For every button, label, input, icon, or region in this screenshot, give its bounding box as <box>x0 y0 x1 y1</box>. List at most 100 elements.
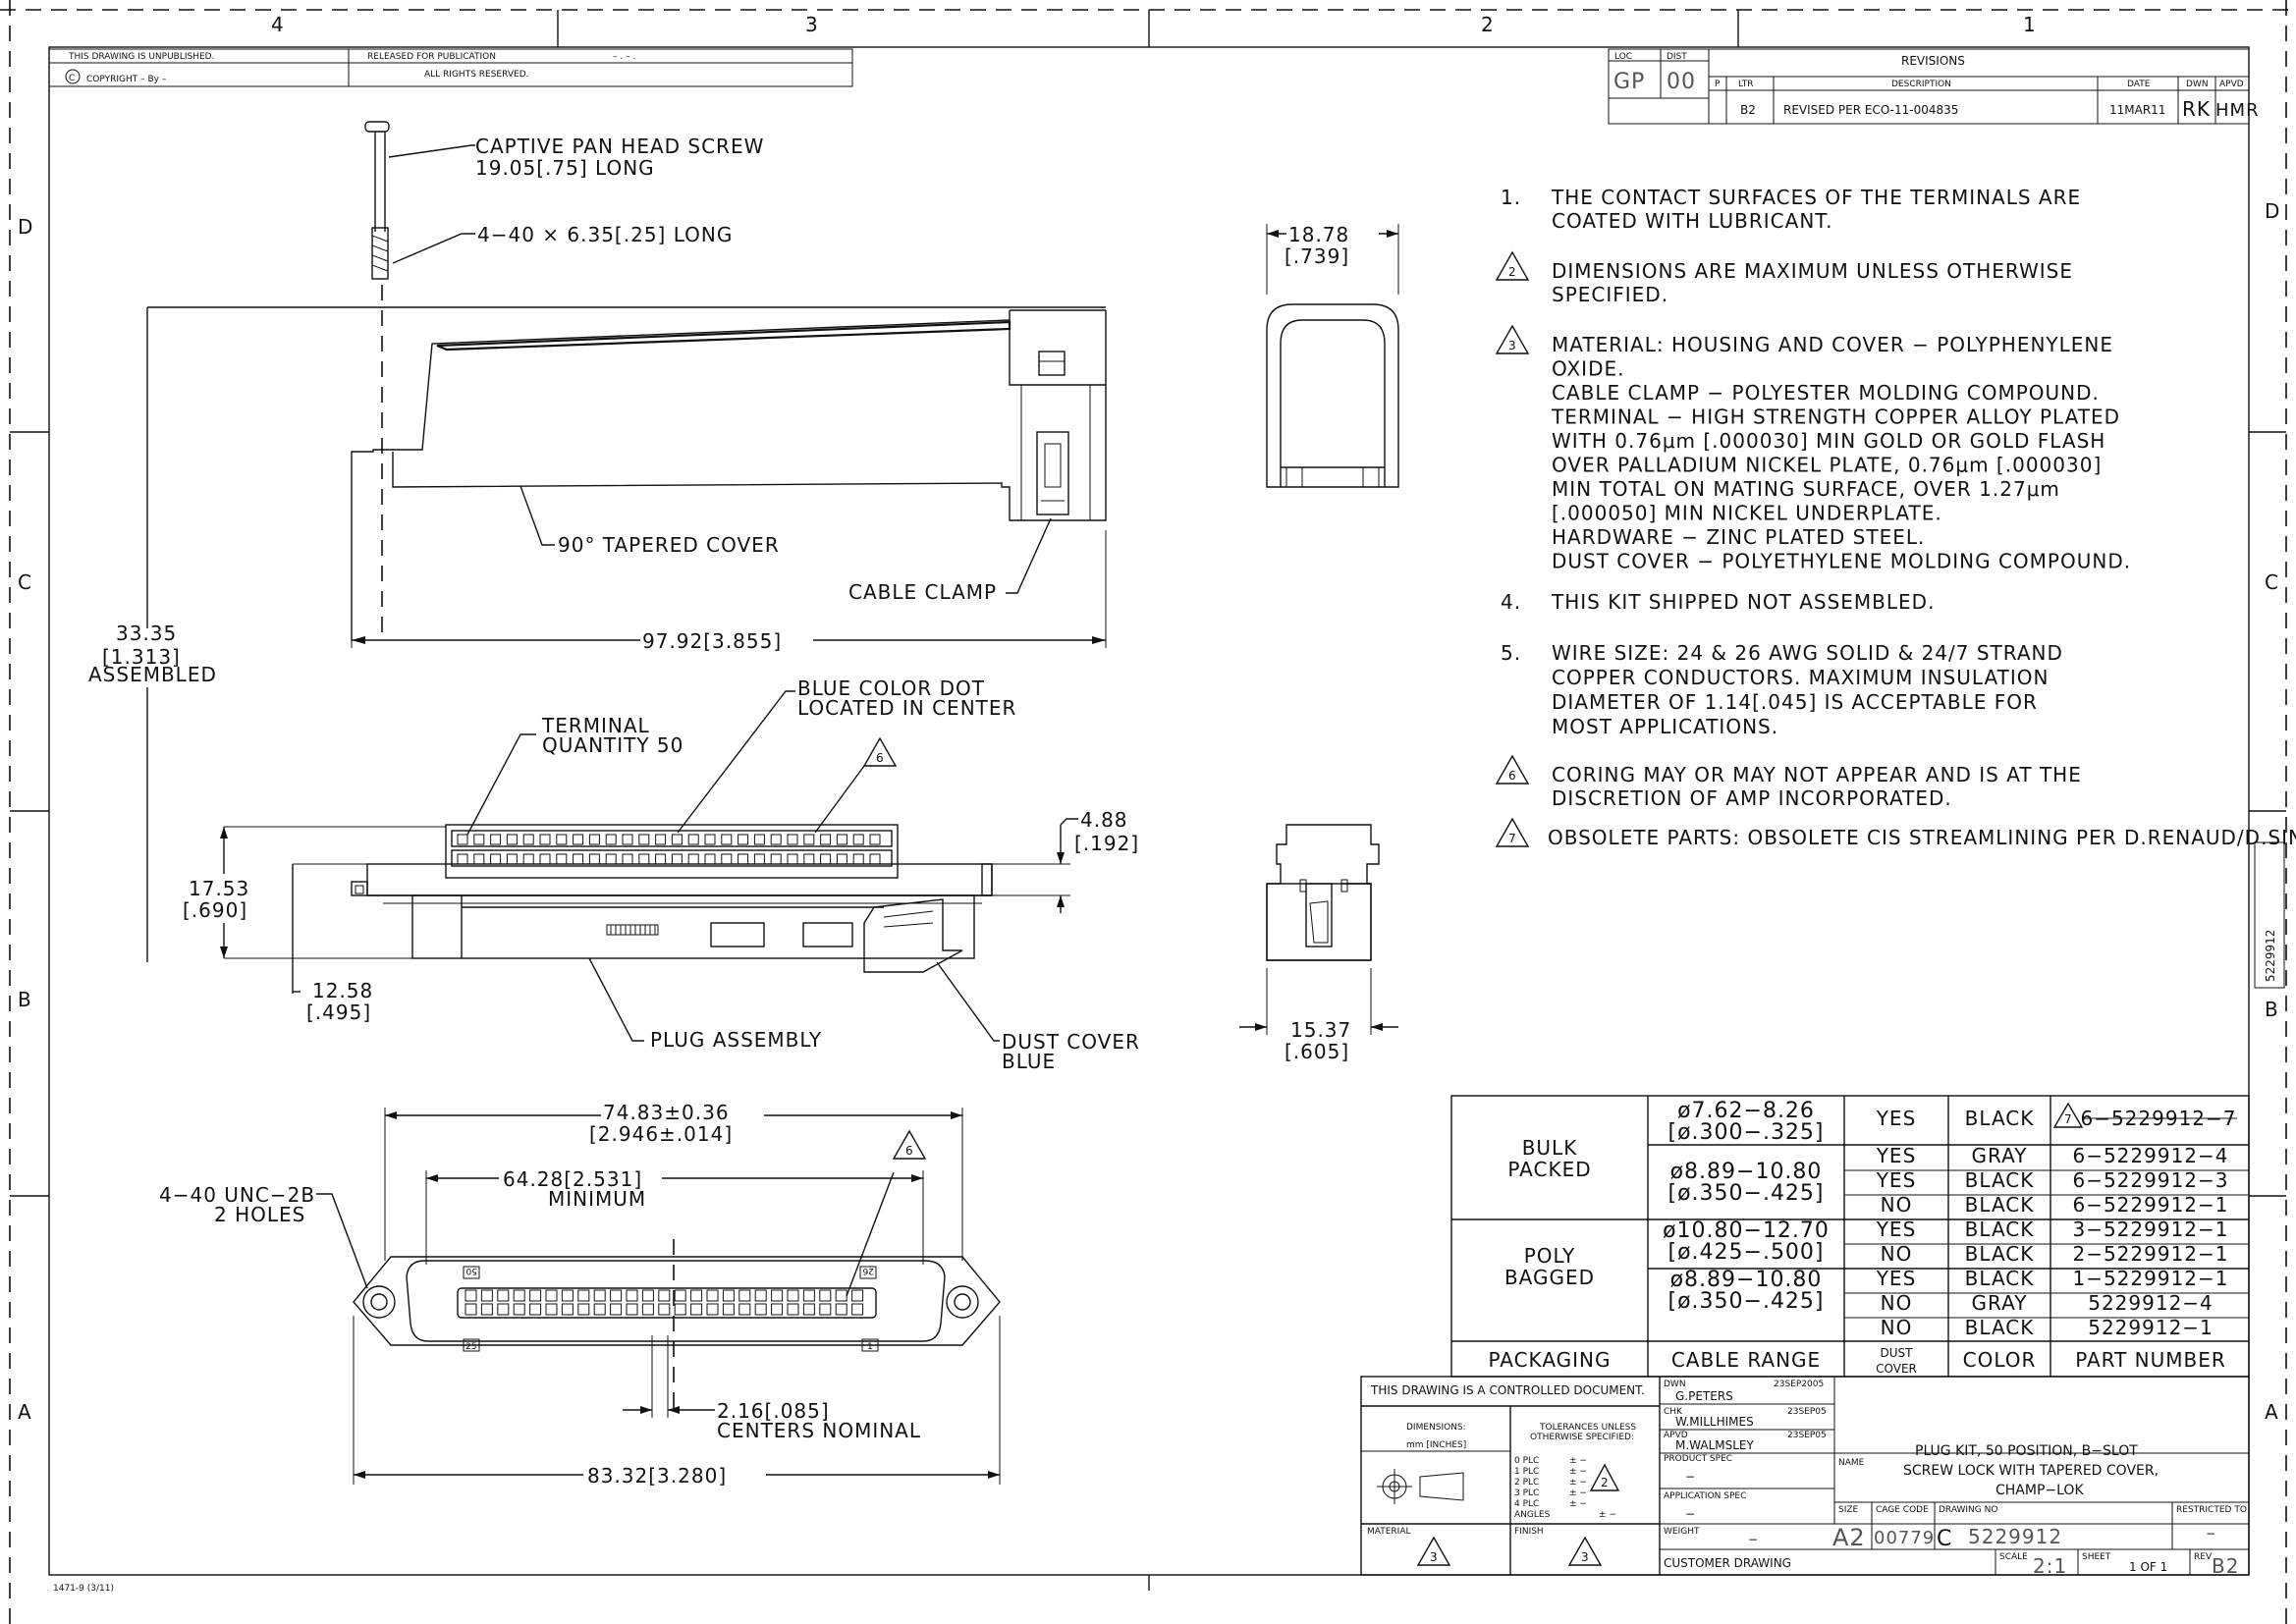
contact-cavity <box>593 1303 606 1316</box>
blue-dot-label-1: BLUE COLOR DOT <box>797 677 985 700</box>
blue-dot-label-2: LOCATED IN CENTER <box>797 696 1016 720</box>
header-dust: DUST <box>1881 1346 1914 1360</box>
contact-cavity <box>577 1289 590 1302</box>
dims-unit: mm [INCHES] <box>1406 1440 1466 1450</box>
material-label: MATERIAL <box>1367 1527 1411 1537</box>
plc-label: 4 PLC <box>1514 1499 1539 1509</box>
plc-label: 2 PLC <box>1514 1478 1539 1488</box>
sheet-value: 1 OF 1 <box>2129 1560 2167 1574</box>
cage-value: 00779 <box>1874 1528 1935 1548</box>
plc-value: ± − <box>1569 1499 1587 1509</box>
dwgno-label: DRAWING NO <box>1939 1505 1997 1515</box>
screw-label-3: 4−40 × 6.35[.25] LONG <box>477 223 733 246</box>
unpublished-text: THIS DRAWING IS UNPUBLISHED. <box>68 52 214 62</box>
dust-cover-cell: NO <box>1881 1193 1913 1217</box>
header-packaging: PACKAGING <box>1488 1348 1611 1372</box>
terminal-pin <box>787 834 798 845</box>
vent-lines <box>610 925 656 935</box>
notes-list: 1.THE CONTACT SURFACES OF THE TERMINALS … <box>1495 186 2296 849</box>
terminal-pin <box>556 834 568 845</box>
terminal-pin <box>655 834 667 845</box>
note-number: 5. <box>1501 641 1521 665</box>
app-spec-value: − <box>1685 1507 1695 1521</box>
plc-label: 3 PLC <box>1514 1489 1539 1498</box>
dust-cover-cell: YES <box>1876 1267 1917 1290</box>
note-line: COPPER CONDUCTORS. MAXIMUM INSULATION <box>1552 666 2049 689</box>
unc-label-2: 2 HOLES <box>214 1203 305 1226</box>
dwn-name: G.PETERS <box>1675 1389 1733 1403</box>
contact-cavity <box>658 1289 671 1302</box>
terminal-pin <box>753 834 765 845</box>
zone-left-b: B <box>18 988 32 1011</box>
release-date: – . – . <box>613 52 635 62</box>
note-line: DISCRETION OF AMP INCORPORATED. <box>1552 786 1952 810</box>
chk-name: W.MILLHIMES <box>1675 1415 1754 1429</box>
zone-top-2: 2 <box>1481 13 1495 36</box>
screw-label-1: CAPTIVE PAN HEAD SCREW <box>475 135 764 158</box>
packaging-bulk: PACKED <box>1507 1158 1591 1181</box>
contact-cavity <box>771 1303 784 1316</box>
dwgno-value: 5229912 <box>1968 1525 2062 1548</box>
front-dim-1: 74.83±0.36 <box>603 1101 730 1124</box>
weight-label: WEIGHT <box>1664 1527 1700 1537</box>
part-number-cell: 1−5229912−1 <box>2072 1267 2228 1290</box>
contact-cavity <box>706 1289 719 1302</box>
terminal-pin <box>473 834 485 845</box>
finish-label: FINISH <box>1514 1527 1544 1537</box>
terminal-pin <box>836 834 847 845</box>
terminal-pin <box>820 834 832 845</box>
note-line: THIS KIT SHIPPED NOT ASSEMBLED. <box>1551 590 1935 614</box>
contact-cavity <box>787 1303 799 1316</box>
note-line: CABLE CLAMP − POLYESTER MOLDING COMPOUND… <box>1552 381 2100 405</box>
note-line: HARDWARE − ZINC PLATED STEEL. <box>1552 525 1925 549</box>
header-cable-range: CABLE RANGE <box>1671 1348 1821 1372</box>
cable-range: [ø.300−.325] <box>1667 1120 1824 1145</box>
color-cell: BLACK <box>1965 1193 2035 1217</box>
contact-cavity <box>465 1303 477 1316</box>
flag-6-b: 6 <box>905 1144 913 1158</box>
contact-cavity <box>545 1303 558 1316</box>
header-cover: COVER <box>1876 1362 1917 1376</box>
rev-value: B2 <box>2212 1554 2239 1578</box>
zone-left-c: C <box>18 570 32 594</box>
terminal-pin <box>869 834 881 845</box>
color-cell: BLACK <box>1965 1218 2035 1241</box>
contact-cavity <box>851 1289 864 1302</box>
terminal-pin <box>671 834 683 845</box>
header-color: COLOR <box>1963 1348 2037 1372</box>
note-line: OBSOLETE PARTS: OBSOLETE CIS STREAMLININ… <box>1548 826 2296 849</box>
contact-cavity <box>690 1303 703 1316</box>
table-cells: BULKPACKEDPOLYBAGGEDø7.62−8.26[ø.300−.32… <box>1488 1099 2237 1376</box>
contact-cavity <box>851 1303 864 1316</box>
product-spec-value: − <box>1685 1470 1695 1484</box>
revisions-title: REVISIONS <box>1901 54 1965 68</box>
controlled-doc: THIS DRAWING IS A CONTROLLED DOCUMENT. <box>1370 1383 1645 1397</box>
note-number: 1. <box>1501 186 1521 209</box>
pos-1: 1 <box>867 1342 873 1352</box>
dust-cover-cell: YES <box>1876 1107 1917 1130</box>
size-label: SIZE <box>1838 1505 1859 1515</box>
packaging-poly: POLY <box>1524 1244 1576 1268</box>
contact-cavity <box>722 1303 735 1316</box>
cage-label: CAGE CODE <box>1876 1505 1929 1515</box>
contact-cavity <box>658 1303 671 1316</box>
contact-cavity <box>529 1303 542 1316</box>
publication-header: THIS DRAWING IS UNPUBLISHED. RELEASED FO… <box>48 48 853 87</box>
dust-cover-cell: YES <box>1876 1218 1917 1241</box>
note-line: DIAMETER OF 1.14[.045] IS ACCEPTABLE FOR <box>1552 690 2038 714</box>
terminal-pin <box>588 834 600 845</box>
rev-col-apvd: APVD <box>2219 80 2244 89</box>
zone-top-4: 4 <box>271 13 285 36</box>
copyright-c-glyph: C <box>69 74 75 83</box>
zone-right-d: D <box>2265 199 2280 223</box>
packaging-bulk: BULK <box>1522 1136 1578 1160</box>
terminal-pin <box>522 834 534 845</box>
end-width-2: [.739] <box>1285 244 1349 268</box>
terminal-label-2: QUANTITY 50 <box>542 733 683 757</box>
contact-cavity <box>802 1303 815 1316</box>
cable-range: ø8.89−10.80 <box>1670 1160 1823 1184</box>
contact-cavity <box>819 1303 832 1316</box>
note-line: DIMENSIONS ARE MAXIMUM UNLESS OTHERWISE <box>1552 259 2073 283</box>
tol-label-2: OTHERWISE SPECIFIED: <box>1530 1433 1634 1442</box>
terminal-pin <box>738 834 749 845</box>
